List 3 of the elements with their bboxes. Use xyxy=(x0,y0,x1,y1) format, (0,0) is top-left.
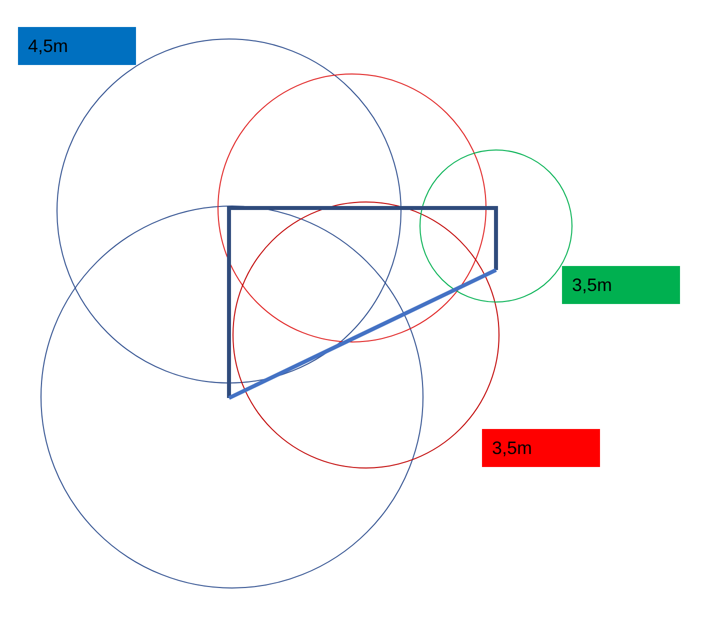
radius-label: 3,5m xyxy=(482,429,600,467)
radius-label: 3,5m xyxy=(562,266,680,304)
radius-label: 4,5m xyxy=(18,27,136,65)
